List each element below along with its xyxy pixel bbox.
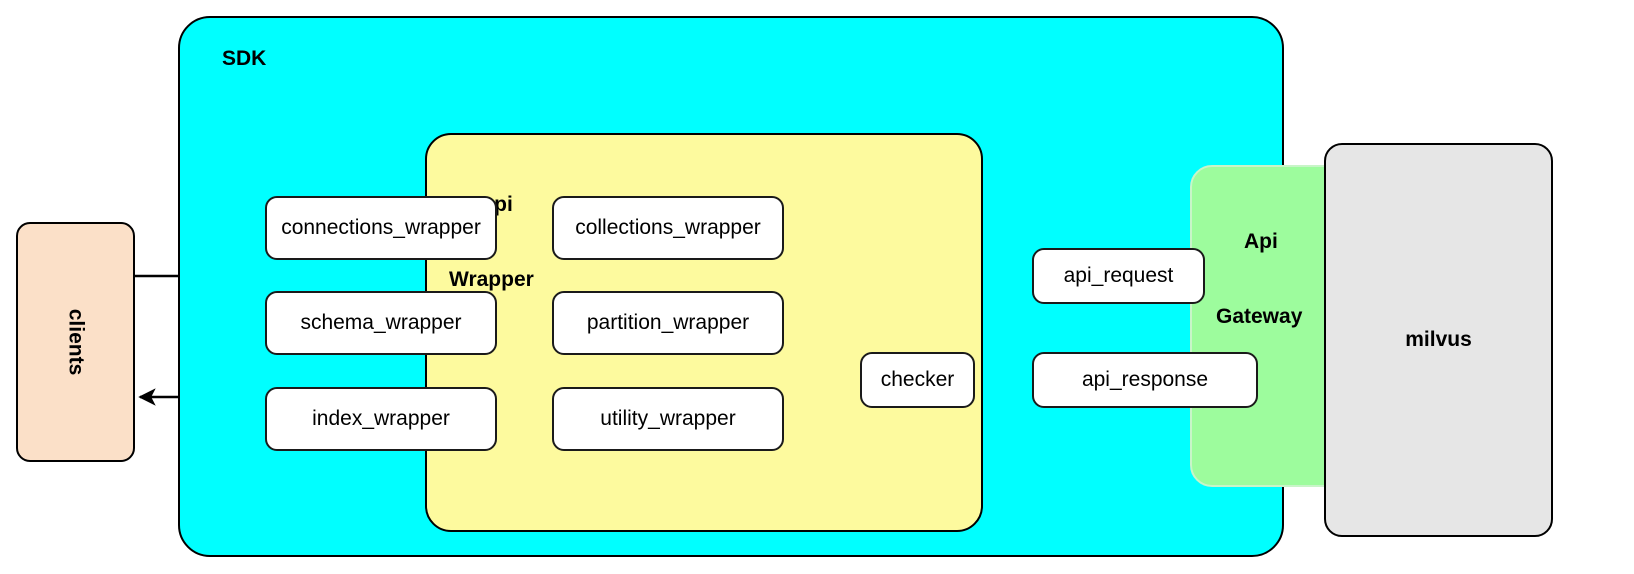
api-response-label: api_response [1081, 368, 1209, 391]
module-connections-wrapper[interactable]: connections_wrapper [265, 196, 497, 260]
sdk-title: SDK [222, 47, 267, 70]
clients-label: clients [64, 308, 88, 376]
api-request-label: api_request [1063, 264, 1174, 287]
module-label: collections_wrapper [575, 216, 761, 239]
module-label: index_wrapper [312, 407, 450, 430]
module-index-wrapper[interactable]: index_wrapper [265, 387, 497, 451]
module-label: utility_wrapper [600, 407, 736, 430]
api-gateway-title-line1: Api [1244, 230, 1278, 253]
module-partition-wrapper[interactable]: partition_wrapper [552, 291, 784, 355]
module-schema-wrapper[interactable]: schema_wrapper [265, 291, 497, 355]
api-gateway-title: Api Gateway [1216, 179, 1302, 379]
api-response-node[interactable]: api_response [1032, 352, 1258, 408]
checker-node[interactable]: checker [860, 352, 975, 408]
milvus-node[interactable]: milvus [1324, 143, 1553, 537]
module-label: partition_wrapper [586, 311, 750, 334]
checker-label: checker [880, 368, 955, 391]
milvus-label: milvus [1405, 328, 1472, 351]
module-collections-wrapper[interactable]: collections_wrapper [552, 196, 784, 260]
api-gateway-title-line2: Gateway [1216, 305, 1303, 328]
api-wrapper-title-line2: Wrapper [449, 268, 534, 291]
module-utility-wrapper[interactable]: utility_wrapper [552, 387, 784, 451]
module-label: connections_wrapper [281, 216, 481, 239]
module-label: schema_wrapper [300, 311, 462, 334]
clients-node[interactable]: clients [16, 222, 135, 462]
api-request-node[interactable]: api_request [1032, 248, 1205, 304]
